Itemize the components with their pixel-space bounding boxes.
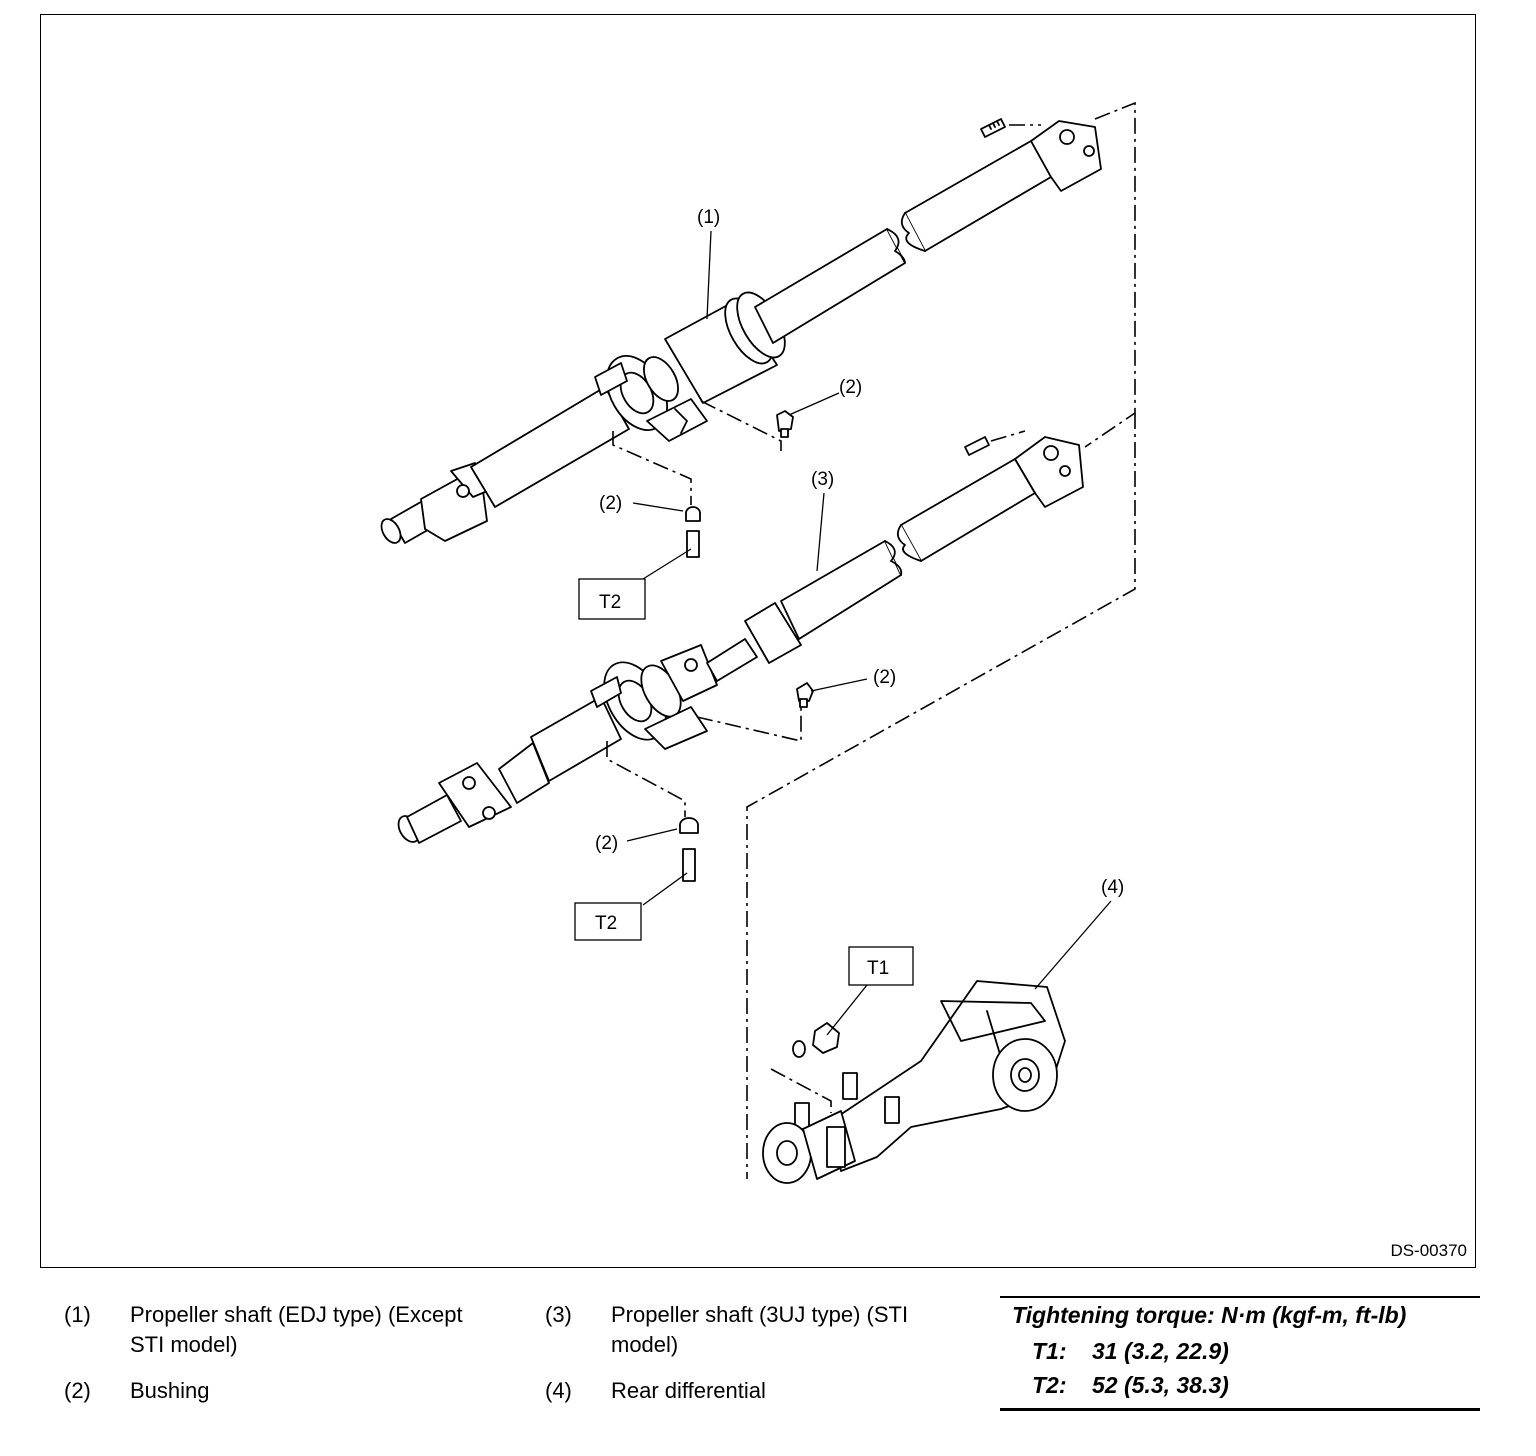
figure-id: DS-00370 (1390, 1241, 1467, 1260)
legend-number: (3) (545, 1302, 572, 1327)
torque-t2-lower: T2 (595, 913, 617, 934)
torque-row-t2: T2: 52 (5.3, 38.3) (1032, 1372, 1229, 1399)
legend-item-2: (2) Bushing (64, 1376, 524, 1408)
callout-1: (1) (697, 207, 720, 228)
legend-text: model) (611, 1332, 679, 1357)
propeller-shaft-edj (380, 118, 1102, 544)
callout-4: (4) (1101, 877, 1124, 898)
legend-text: Propeller shaft (3UJ type) (STI (611, 1302, 909, 1327)
legend-text: STI model) (130, 1332, 238, 1357)
legend-number: (4) (545, 1378, 572, 1403)
bushings-and-bolts (679, 410, 814, 882)
diagram-drawing: (1) (2) (2) (3) (2) (2) (4) T2 T2 T1 (380, 101, 1136, 1184)
propeller-shaft-3uj (397, 436, 1084, 844)
torque-t2-upper: T2 (599, 592, 621, 613)
torque-t1: T1 (867, 958, 889, 979)
torque-table: Tightening torque: N·m (kgf-m, ft-lb) T1… (1000, 1296, 1480, 1411)
legend-text: Rear differential (611, 1378, 766, 1403)
callout-2-upper-bushing: (2) (599, 493, 622, 514)
callout-3: (3) (811, 469, 834, 490)
assembly-lines (606, 101, 1136, 1179)
torque-value: 31 (3.2, 22.9) (1092, 1338, 1229, 1364)
legend-text: Bushing (130, 1378, 210, 1403)
legend-item-3: (3) Propeller shaft (3UJ type) (STI mode… (545, 1300, 985, 1364)
rear-differential (762, 980, 1066, 1184)
legend-number: (1) (64, 1302, 91, 1327)
legend-item-4: (4) Rear differential (545, 1376, 985, 1408)
torque-value: 52 (5.3, 38.3) (1092, 1372, 1229, 1398)
callout-leaders (626, 230, 1112, 1036)
torque-heading: Tightening torque: N·m (kgf-m, ft-lb) (1012, 1302, 1407, 1328)
exploded-diagram: (1) (2) (2) (3) (2) (2) (4) T2 T2 T1 DS-… (40, 14, 1476, 1268)
torque-boxes (574, 578, 914, 986)
callout-2-upper-bolt: (2) (839, 377, 862, 398)
torque-row-t1: T1: 31 (3.2, 22.9) (1032, 1338, 1229, 1365)
callout-2-lower-bolt: (2) (873, 667, 896, 688)
legend-text: Propeller shaft (EDJ type) (Except (130, 1302, 463, 1327)
callout-2-lower-bushing: (2) (595, 833, 618, 854)
legend-item-1: (1) Propeller shaft (EDJ type) (Except S… (64, 1300, 524, 1364)
legend-number: (2) (64, 1378, 91, 1403)
torque-key: T2: (1032, 1372, 1067, 1398)
torque-key: T1: (1032, 1338, 1067, 1364)
